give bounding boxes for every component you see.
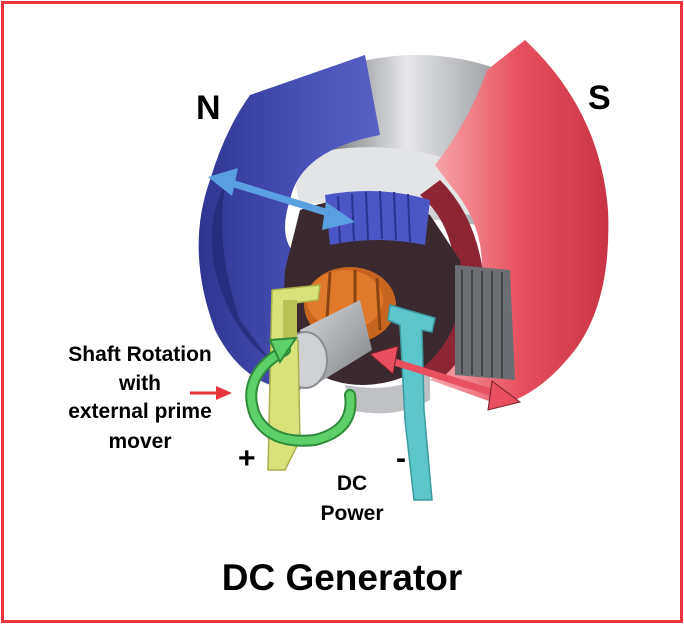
dc-power-label-line1: DC	[336, 472, 368, 495]
shaft-label-line2: with	[119, 372, 161, 395]
rotation-arrow-icon	[245, 336, 357, 447]
plus-label: +	[238, 442, 256, 475]
armature-winding-right	[455, 265, 515, 380]
north-pole-shade	[211, 185, 270, 360]
shaft-label-line3: external prime	[68, 400, 212, 423]
south-pole-label: S	[588, 79, 611, 117]
field-arrow-south	[368, 345, 522, 411]
minus-terminal	[387, 304, 436, 501]
dc-power-label-line2: Power	[320, 502, 384, 525]
north-pole-label: N	[196, 89, 221, 127]
armature-coil	[325, 190, 430, 245]
shaft-label-line1: Shaft Rotation	[68, 343, 212, 366]
diagram-title: DC Generator	[221, 557, 463, 598]
minus-label: -	[396, 442, 406, 475]
shaft-label-line4: mover	[108, 430, 172, 453]
pointer-arrow-icon	[190, 386, 232, 400]
field-arrow-north	[208, 168, 355, 230]
